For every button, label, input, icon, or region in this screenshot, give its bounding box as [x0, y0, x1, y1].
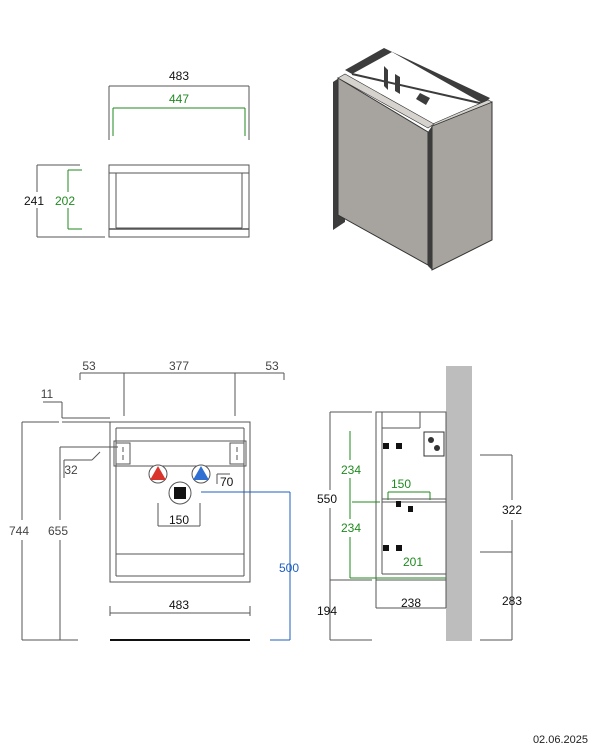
- side-height-label: 550: [317, 492, 337, 506]
- top-outer-width-label: 483: [169, 69, 189, 83]
- hot-water-triangle-icon: [150, 466, 166, 480]
- side-mid-label: 201: [403, 555, 423, 569]
- side-bracket-label: 150: [391, 477, 411, 491]
- side-view: [329, 366, 513, 641]
- front-spacing-label: 70: [220, 475, 234, 489]
- top-outer-depth-label: 241: [24, 194, 44, 208]
- side-lower-label: 234: [341, 521, 361, 535]
- top-view: [36, 85, 250, 238]
- side-floor-label: 194: [317, 604, 337, 618]
- side-upper-label: 234: [341, 463, 361, 477]
- drain-square-icon: [174, 487, 186, 499]
- wall-bracket: [423, 431, 445, 457]
- top-inner-depth-label: 202: [55, 194, 75, 208]
- front-offset-right-label: 53: [265, 359, 279, 373]
- top-inner-width-label: 447: [169, 92, 189, 106]
- front-floor-to-top-label: 655: [48, 524, 68, 538]
- front-bottom-width-label: 483: [169, 598, 189, 612]
- front-offset-left-label: 53: [82, 359, 96, 373]
- cold-water-triangle-icon: [193, 466, 209, 480]
- front-total-height-label: 744: [9, 524, 29, 538]
- cabinet-3d-view: [333, 48, 493, 271]
- wall: [446, 366, 472, 641]
- wall-lower-label: 283: [502, 594, 522, 608]
- front-corner-label: 32: [64, 463, 78, 477]
- drawing-date: 02.06.2025: [532, 734, 588, 746]
- front-drain-height-label: 500: [279, 561, 299, 575]
- front-span-label: 377: [169, 359, 189, 373]
- front-top-gap-label: 11: [41, 387, 54, 401]
- front-drain-width-label: 150: [169, 513, 189, 527]
- front-view: [21, 372, 285, 641]
- wall-upper-label: 322: [502, 503, 522, 517]
- side-depth-label: 238: [401, 596, 421, 610]
